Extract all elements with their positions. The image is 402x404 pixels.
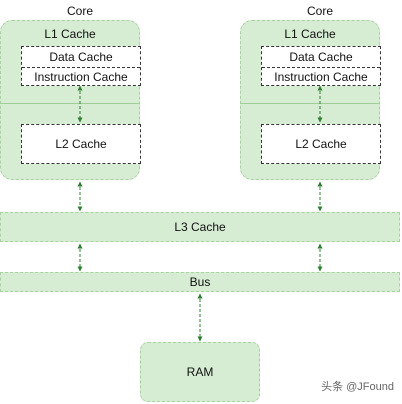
core-1-title: Core [66,4,93,18]
core-1-l1-cache: Data Cache Instruction Cache [21,46,141,86]
core-2-instruction-cache: Instruction Cache [262,67,380,88]
core-2-l1-title: L1 Cache [284,27,336,41]
core-2-l2-cache: L2 Cache [261,124,381,164]
bus: Bus [0,272,400,292]
core-1-divider [0,103,140,104]
core-2: L1 Cache Data Cache Instruction Cache L2… [240,20,381,180]
core-1-instruction-cache: Instruction Cache [22,67,140,88]
core-1: L1 Cache Data Cache Instruction Cache L2… [0,20,141,180]
watermark: 头条 @JFound [321,381,394,393]
ram: RAM [140,342,260,402]
core-2-data-cache: Data Cache [289,50,353,64]
core-1-l2-cache: L2 Cache [21,124,141,164]
core-2-divider [240,103,380,104]
core-2-title: Core [306,4,333,18]
core-1-l1-title: L1 Cache [44,27,96,41]
core-1-data-cache: Data Cache [49,50,113,64]
l3-cache: L3 Cache [0,212,400,242]
